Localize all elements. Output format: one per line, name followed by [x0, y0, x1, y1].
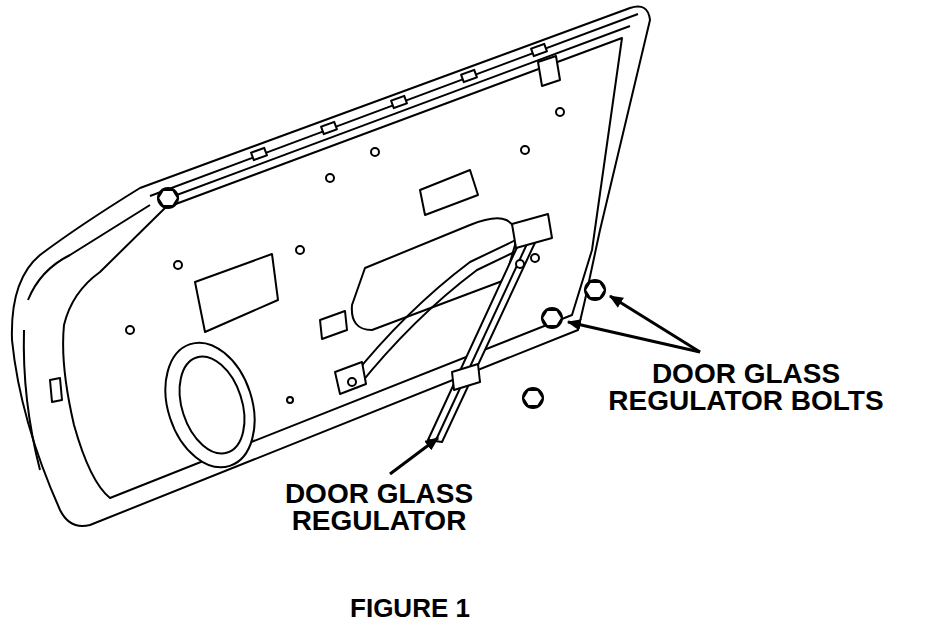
flange-tab [391, 96, 407, 108]
hinge-bolt [158, 188, 178, 208]
flange-tab [321, 122, 337, 134]
panel-hole [326, 174, 334, 182]
regulator-pivot [348, 378, 356, 386]
glass-regulator [335, 214, 552, 442]
rail-mount [516, 260, 524, 268]
belt-flange [158, 26, 630, 202]
glass-carrier [452, 364, 480, 390]
hinge-bolt [158, 190, 178, 206]
panel-hole [126, 326, 134, 334]
flange-tab [251, 148, 267, 160]
leader-arrow [610, 296, 700, 352]
panel-hole [531, 254, 539, 262]
loose-bolt [523, 390, 543, 406]
figure-caption: FIGURE 1 [300, 595, 520, 622]
leader-arrow [568, 322, 700, 352]
access-hole [420, 170, 478, 215]
regulator-bolt [542, 310, 562, 326]
door-outline [12, 7, 650, 527]
door-edge-flange [24, 330, 40, 470]
panel-hole [371, 148, 379, 156]
flange-tab [531, 44, 547, 56]
panel-hole [556, 108, 564, 116]
loose-bolt [523, 388, 543, 408]
regulator-bracket [335, 362, 366, 394]
regulator-rail [436, 231, 533, 440]
flange-tab [461, 70, 477, 82]
latch-mount [538, 56, 560, 86]
regulator-bolt [585, 280, 605, 300]
part-label-text: DOOR GLASS REGULATOR BOLTS [608, 358, 883, 416]
access-hole [195, 254, 278, 332]
panel-tab [320, 311, 347, 339]
speaker-hole [168, 348, 256, 462]
part-label: DOOR GLASS REGULATOR BOLTS [588, 360, 904, 414]
panel-hole [521, 146, 529, 154]
panel-tab [50, 378, 62, 402]
bolts [158, 188, 605, 408]
part-label: DOOR GLASS REGULATOR [248, 480, 510, 534]
leader-arrow [390, 438, 438, 474]
inner-panel [63, 38, 622, 498]
door-panel [12, 7, 650, 527]
panel-hole [174, 261, 182, 269]
belt-flange [150, 14, 638, 196]
speaker-hole [150, 331, 269, 479]
figure-caption-text: FIGURE 1 [350, 593, 470, 623]
regulator-top-bracket [512, 214, 552, 248]
regulator-rail [428, 228, 540, 442]
regulator-bolt [542, 308, 562, 328]
panel-hole [287, 397, 293, 403]
panel-hole [296, 246, 304, 254]
regulator-bolt [585, 282, 605, 298]
part-label-text: DOOR GLASS REGULATOR [285, 478, 473, 536]
